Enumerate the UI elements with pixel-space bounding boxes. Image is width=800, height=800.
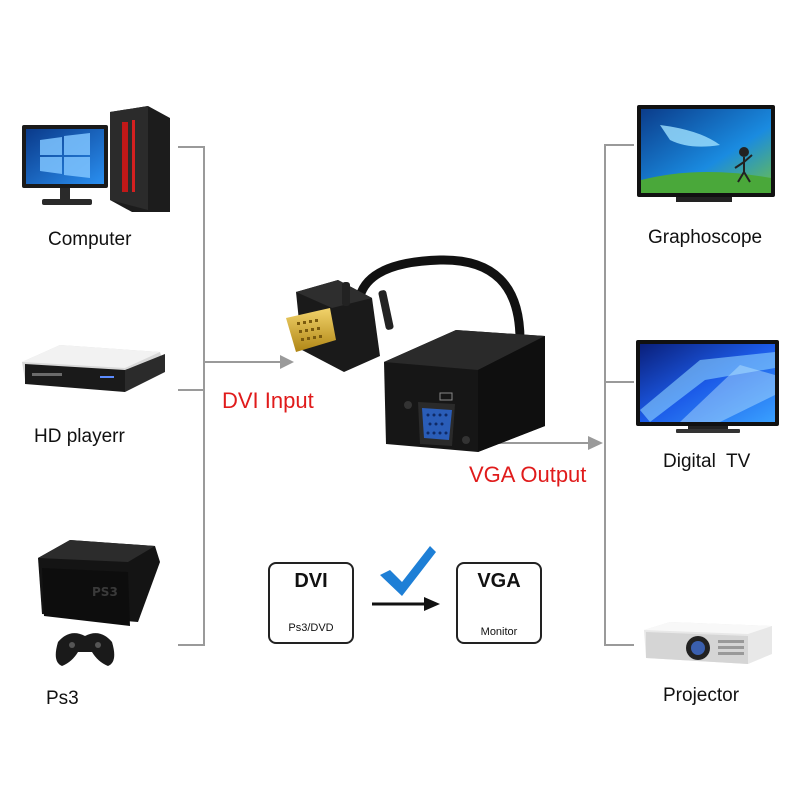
source-label-ps3: Ps3 [46,688,79,709]
conversion-arrow [372,597,440,611]
graphoscope-tv-icon [637,105,775,202]
vga-card: VGA Monitor [456,562,542,644]
ps3-console-icon: PS3 [38,540,160,666]
right-connector [492,144,634,646]
dvi-card-subtitle: Ps3/DVD [288,622,334,634]
hd-player-icon [22,345,165,392]
computer-icon [22,106,170,212]
source-label-computer: Computer [48,229,132,250]
checkmark-icon [380,546,436,596]
left-bracket-line [178,146,205,646]
digital-tv-icon [636,340,779,433]
dvi-input-label: DVI Input [222,388,314,413]
vga-card-title: VGA [477,570,521,592]
display-label-graphoscope: Graphoscope [648,227,763,248]
left-connector [178,146,280,646]
svg-text:PS3: PS3 [92,585,118,599]
dvi-to-vga-adapter-icon [286,255,545,452]
right-arrow-head [588,436,603,450]
dvi-card-title: DVI [294,570,328,592]
vga-card-subtitle: Monitor [480,626,518,638]
display-label-digital-tv: Digital TV [663,451,751,472]
dvi-card: DVI Ps3/DVD [268,562,354,644]
vga-output-label: VGA Output [469,462,587,487]
projector-icon [644,622,772,664]
source-label-hd-player: HD playerr [34,426,125,447]
right-bracket-line [604,144,634,646]
display-label-projector: Projector [663,685,740,706]
left-arrow-head [280,355,294,369]
